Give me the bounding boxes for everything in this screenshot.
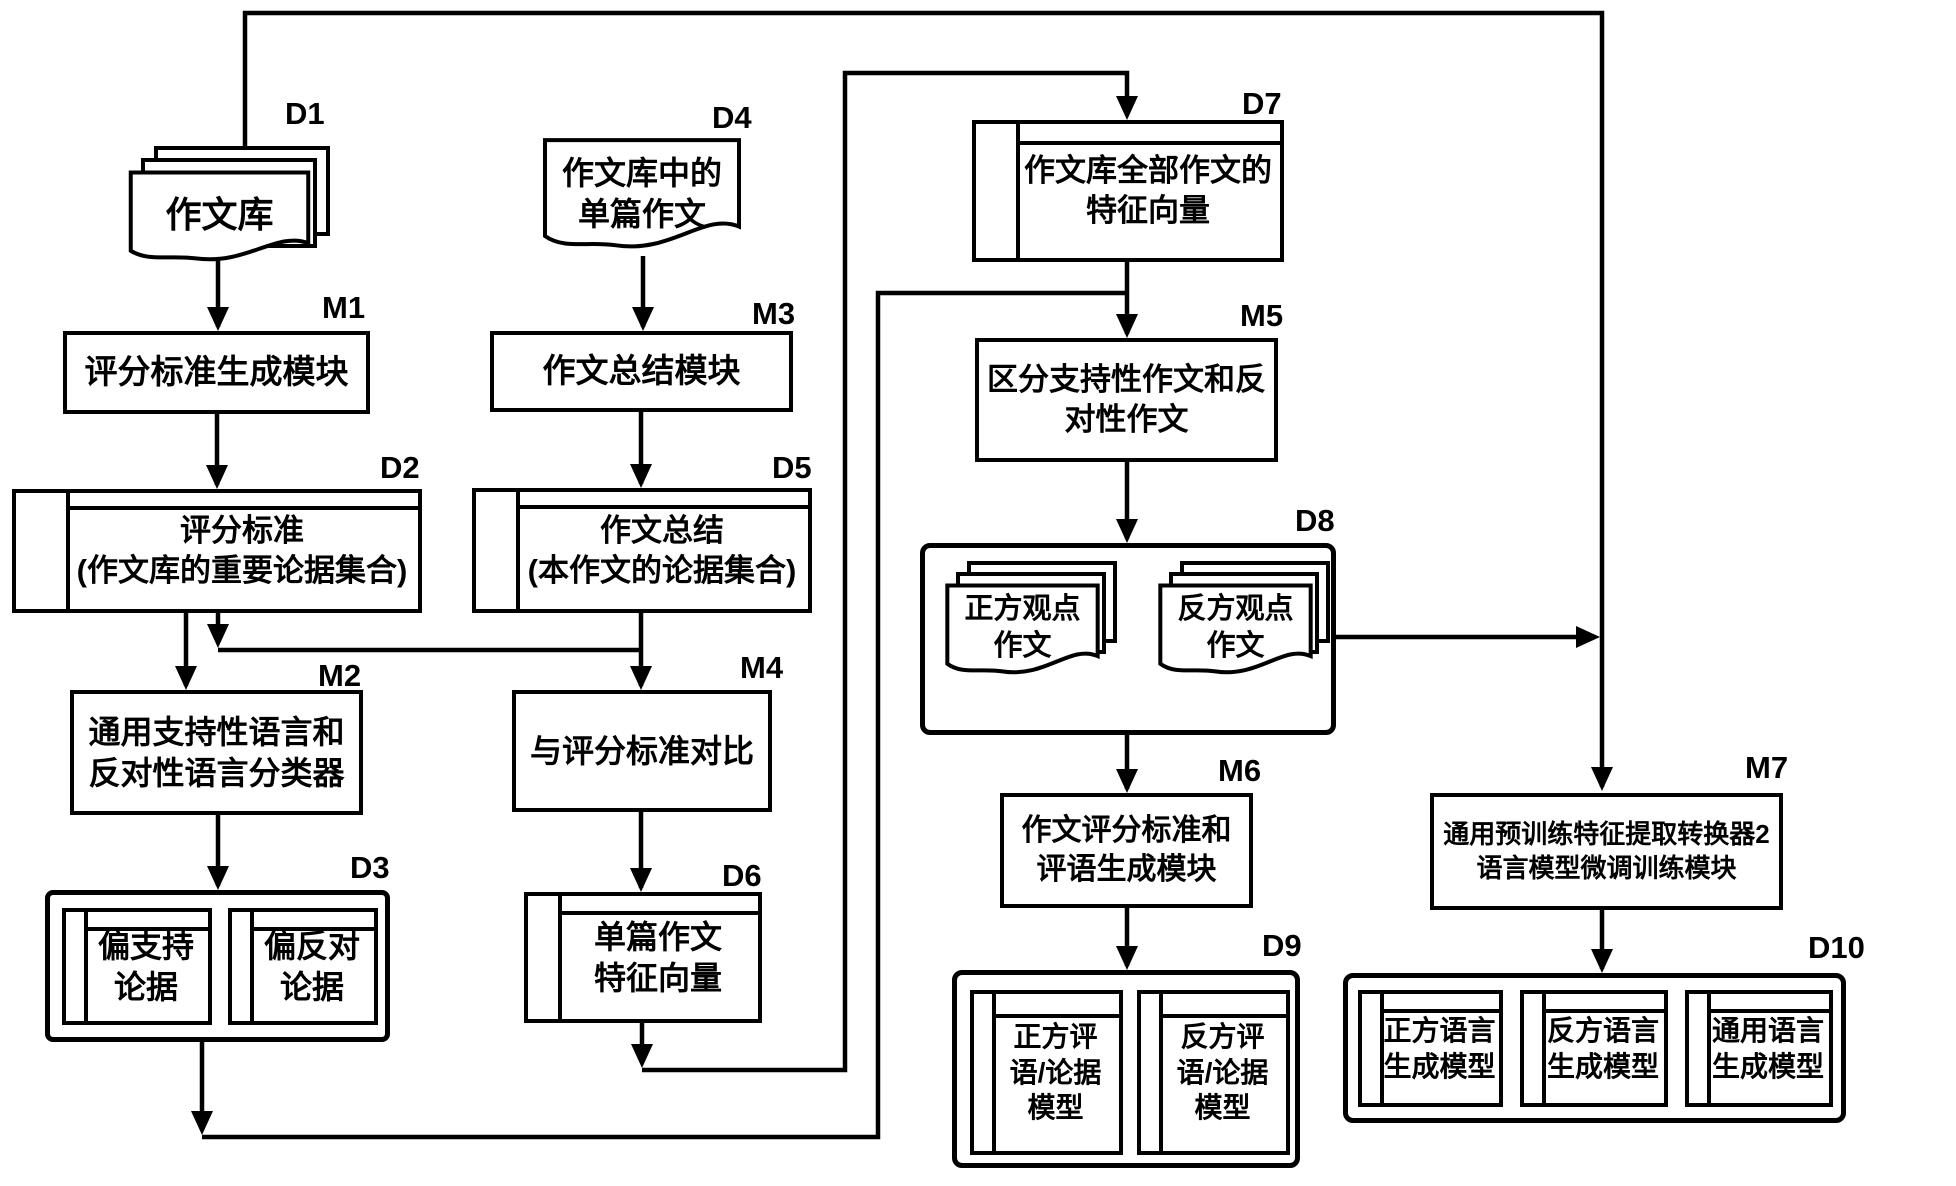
- d8-pro-label: 正方观点 作文: [964, 592, 1081, 662]
- m4-tag: M4: [740, 650, 784, 685]
- d8-con-label: 反方观点 作文: [1177, 592, 1294, 662]
- d8-tag: D8: [1295, 503, 1335, 538]
- d1-tag: D1: [285, 96, 325, 131]
- node-d2-data-card: 评分标准 (作文库的重要论据集合): [12, 489, 422, 613]
- d6-tag: D6: [722, 858, 762, 893]
- d2-label: 评分标准 (作文库的重要论据集合): [76, 513, 408, 588]
- m5-tag: M5: [1240, 298, 1284, 333]
- d3-oppose-label: 偏反对 论据: [263, 927, 360, 1005]
- d10-card-con-lm: 反方语言 生成模型: [1520, 990, 1668, 1107]
- d9-con-label: 反方评 语/论据 模型: [1176, 1020, 1269, 1124]
- node-m5-process: 区分支持性作文和反 对性作文: [975, 338, 1278, 462]
- node-d6-data-card: 单篇作文 特征向量: [524, 892, 762, 1023]
- m7-label: 通用预训练特征提取转换器2 语言模型微调训练模块: [1443, 819, 1770, 883]
- m2-tag: M2: [318, 658, 362, 693]
- d8-pro-document-stack: 正方观点 作文: [945, 583, 1100, 685]
- m3-label: 作文总结模块: [542, 352, 741, 390]
- node-d1-document-stack: 作文库: [128, 170, 311, 272]
- document-shape-icon: [945, 583, 1100, 685]
- m1-label: 评分标准生成模块: [84, 353, 349, 391]
- m2-label: 通用支持性语言和 反对性语言分类器: [88, 713, 345, 791]
- d3-card-oppose: 偏反对 论据: [228, 908, 378, 1025]
- wire-d6-d7-loop: [642, 70, 1130, 1073]
- d2-tag: D2: [380, 450, 420, 485]
- document-shape-icon: [1158, 583, 1313, 685]
- d1-label: 作文库: [165, 193, 274, 235]
- node-d5-data-card: 作文总结 (本作文的论据集合): [472, 488, 812, 613]
- node-m4-process: 与评分标准对比: [512, 690, 772, 812]
- m3-tag: M3: [752, 296, 796, 331]
- node-m1-process: 评分标准生成模块: [63, 331, 370, 414]
- d10-card-pro-lm: 正方语言 生成模型: [1358, 990, 1503, 1107]
- node-m2-process: 通用支持性语言和 反对性语言分类器: [70, 690, 363, 815]
- d10-con-label: 反方语言 生成模型: [1546, 1014, 1659, 1082]
- m6-label: 作文评分标准和 评语生成模块: [1021, 814, 1232, 886]
- d3-support-label: 偏支持 论据: [97, 927, 194, 1005]
- d7-tag: D7: [1242, 86, 1282, 121]
- d10-pro-label: 正方语言 生成模型: [1383, 1014, 1496, 1082]
- d10-general-label: 通用语言 生成模型: [1711, 1014, 1824, 1082]
- wire-d1-top-m7: [242, 10, 1605, 787]
- d9-tag: D9: [1262, 928, 1302, 963]
- d4-tag: D4: [712, 100, 752, 135]
- d5-tag: D5: [772, 450, 812, 485]
- node-m3-process: 作文总结模块: [490, 331, 793, 412]
- d3-tag: D3: [350, 850, 390, 885]
- wire-d3-m5-channel: [202, 290, 1125, 1140]
- m7-tag: M7: [1745, 750, 1789, 785]
- d9-card-con-model: 反方评 语/论据 模型: [1137, 990, 1290, 1155]
- arrowheads: [175, 96, 1613, 1135]
- d7-label: 作文库全部作文的 特征向量: [1024, 153, 1272, 228]
- node-m7-process: 通用预训练特征提取转换器2 语言模型微调训练模块: [1430, 793, 1783, 910]
- d6-label: 单篇作文 特征向量: [593, 918, 722, 996]
- node-d7-data-card: 作文库全部作文的 特征向量: [972, 120, 1284, 262]
- document-shape-icon: [542, 137, 742, 262]
- d9-pro-label: 正方评 语/论据 模型: [1009, 1020, 1102, 1124]
- node-d4-document: 作文库中的 单篇作文: [542, 137, 742, 262]
- m6-tag: M6: [1218, 753, 1262, 788]
- d4-label: 作文库中的 单篇作文: [561, 154, 722, 232]
- d8-con-document-stack: 反方观点 作文: [1158, 583, 1313, 685]
- d10-card-general-lm: 通用语言 生成模型: [1685, 990, 1833, 1107]
- m5-label: 区分支持性作文和反 对性作文: [987, 362, 1266, 437]
- node-m6-process: 作文评分标准和 评语生成模块: [1000, 793, 1253, 908]
- d3-card-support: 偏支持 论据: [62, 908, 212, 1025]
- m4-label: 与评分标准对比: [529, 732, 754, 769]
- d5-label: 作文总结 (本作文的论据集合): [527, 512, 797, 588]
- d10-tag: D10: [1808, 930, 1865, 965]
- d9-card-pro-model: 正方评 语/论据 模型: [970, 990, 1123, 1155]
- document-shape-icon: [128, 170, 311, 272]
- m1-tag: M1: [322, 290, 366, 325]
